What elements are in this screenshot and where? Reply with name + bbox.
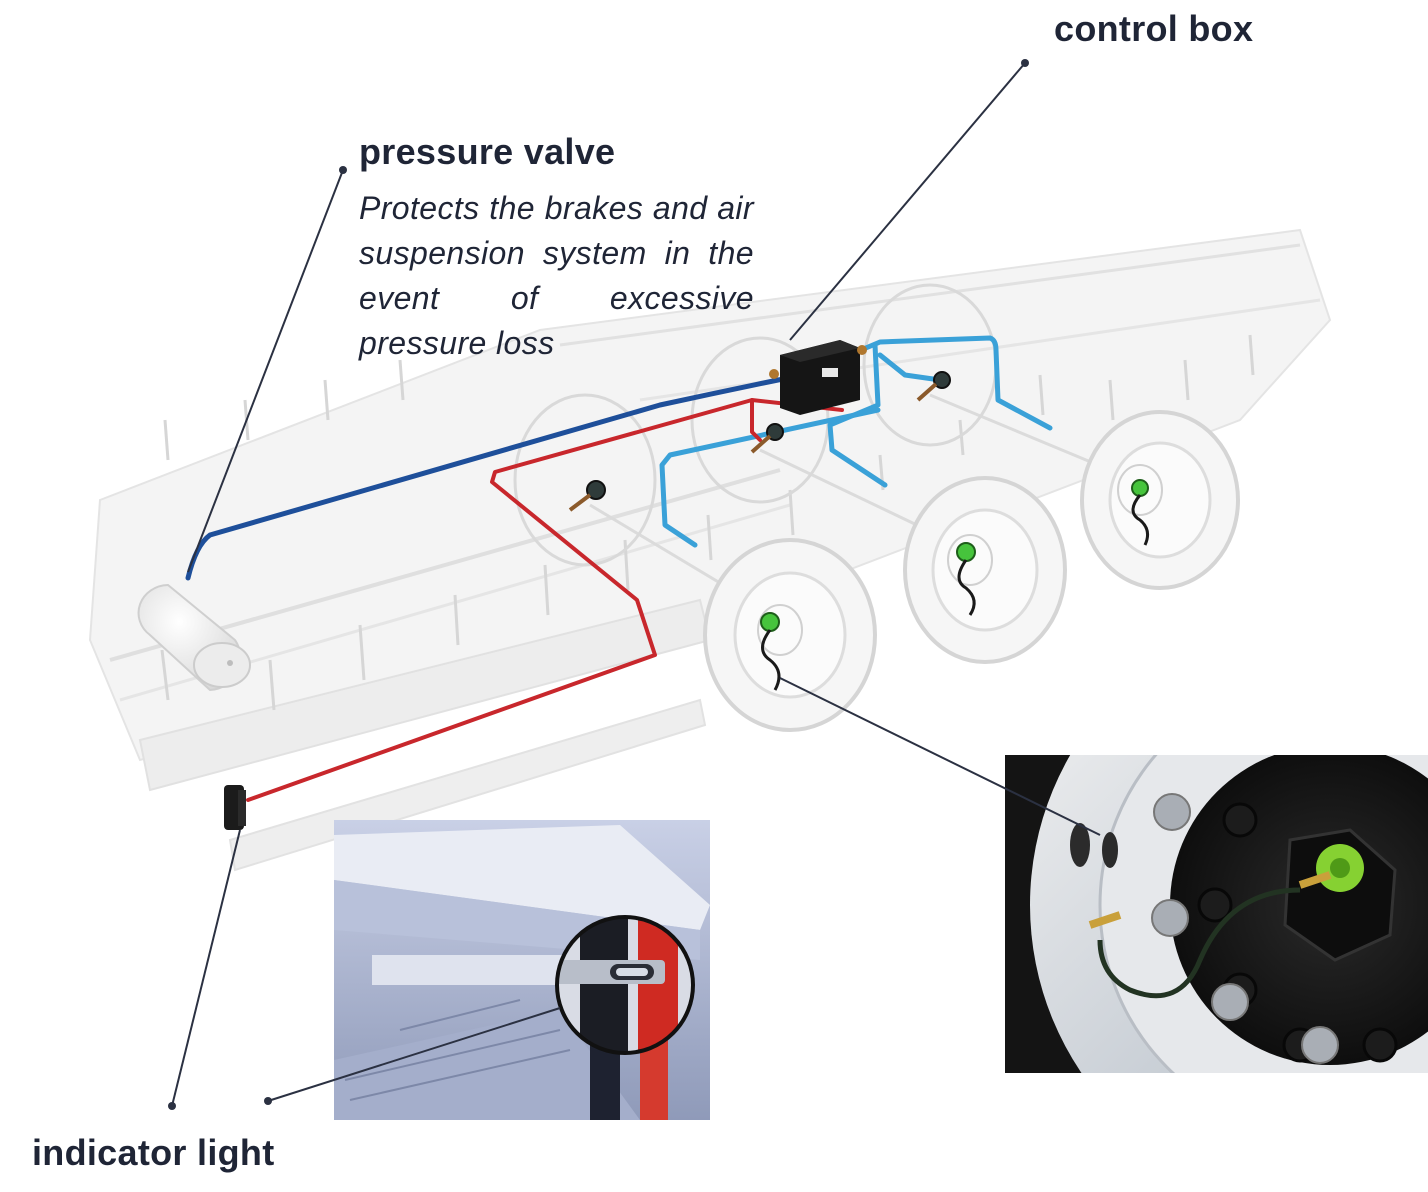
leader-lines: [171, 62, 1101, 1107]
label-indicator-light: indicator light: [32, 1132, 275, 1173]
air-tank-icon: [137, 583, 251, 692]
control-box-icon: [769, 340, 867, 415]
air-line-light-blue: [659, 335, 1053, 548]
label-control-box: control box: [1054, 8, 1254, 49]
label-pressure-valve: pressure valve: [359, 131, 616, 172]
indicator-light-icon: [224, 785, 246, 830]
pressure-valve-description: Protects the brakes and air suspension s…: [359, 190, 754, 361]
leader-dots: [168, 59, 1029, 1110]
magnifier-circle: [555, 915, 695, 1055]
front-wheels: [703, 410, 1240, 732]
hub-sensor-photo: [1005, 755, 1428, 1073]
wheel-sensor-icon: [568, 371, 1150, 691]
